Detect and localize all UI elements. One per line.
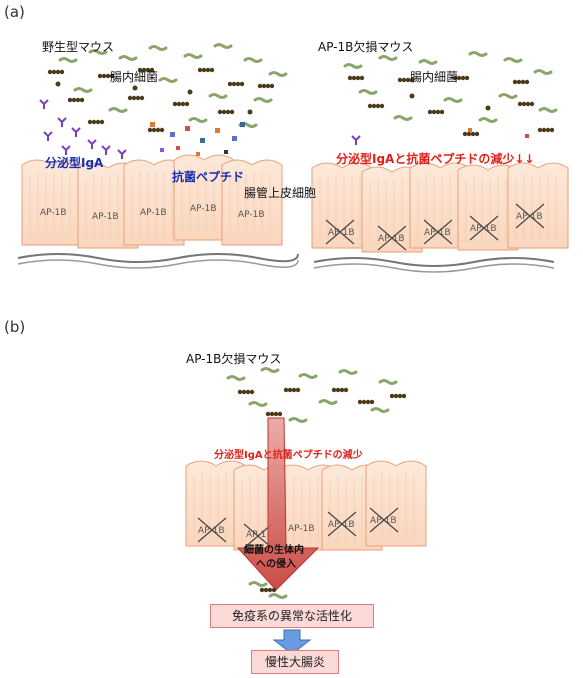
ko-bacteria-label: 腸内細菌: [410, 70, 459, 84]
ko-epithelium: [311, 162, 569, 273]
immune-activation-box: 免疫系の異常な活性化: [210, 604, 374, 628]
wild-cell-label-1: AP-1B: [40, 208, 67, 218]
invasion-arrow: [236, 417, 320, 591]
wild-cell-label-2: AP-1B: [92, 212, 119, 222]
down-arrow: [272, 629, 312, 655]
wild-epithelium-label: 腸管上皮細胞: [244, 186, 317, 200]
b-cell-label-1: AP-1B: [198, 526, 225, 536]
ko-cell-label-4: AP-1B: [470, 224, 497, 234]
ko-reduction-label: 分泌型IgAと抗菌ペプチドの減少↓↓: [336, 152, 535, 166]
wild-cell-label-4: AP-1B: [190, 204, 217, 214]
b-cell-label-3: AP-1B: [288, 524, 315, 534]
b-cell-label-2: AP-1: [246, 530, 267, 540]
wild-bacteria-label: 腸内細菌: [110, 70, 159, 84]
b-cell-label-5: AP-1B: [370, 516, 397, 526]
panel-b-label: (b): [4, 318, 26, 336]
b-reduction-label: 分泌型IgAと抗菌ペプチドの減少: [214, 450, 363, 461]
ko-sparse-iga-peptides: [351, 128, 529, 146]
b-title: AP-1B欠損マウス: [186, 352, 282, 366]
wild-cell-label-5: AP-1B: [238, 210, 265, 220]
chronic-colitis-box: 慢性大腸炎: [251, 650, 339, 674]
ko-cell-label-1: AP-1B: [328, 228, 355, 238]
ko-title: AP-1B欠損マウス: [318, 40, 414, 54]
ko-cell-label-5: AP-1B: [516, 212, 543, 222]
wild-cell-label-3: AP-1B: [140, 208, 167, 218]
ko-cell-label-3: AP-1B: [424, 228, 451, 238]
wild-peptide-label: 抗菌ペプチド: [172, 170, 245, 184]
b-epithelium: [185, 460, 427, 551]
b-invasion-label-1: 細菌の生体内: [244, 545, 304, 556]
b-bacteria-cluster: [226, 367, 407, 423]
wild-iga-label: 分泌型IgA: [45, 156, 104, 170]
b-invasion-label-2: への侵入: [256, 559, 296, 570]
ko-cell-label-2: AP-1B: [378, 234, 405, 244]
wild-bacteria-cluster: [47, 43, 288, 133]
panel-a-label: (a): [4, 3, 25, 21]
wild-title: 野生型マウス: [42, 40, 115, 54]
ko-bacteria-cluster: [343, 51, 558, 137]
wild-epithelium: [17, 154, 299, 269]
b-cell-label-4: AP-1B: [328, 520, 355, 530]
